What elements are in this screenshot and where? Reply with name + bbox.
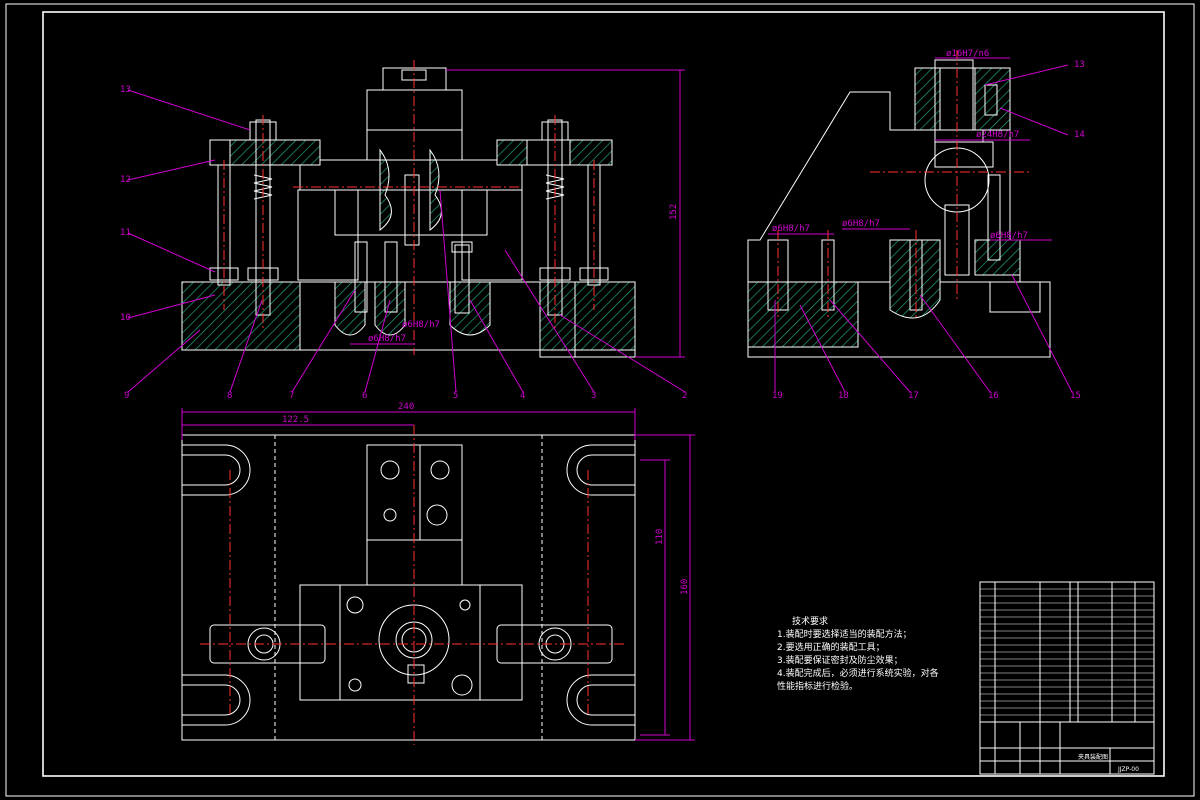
note-2: 2.要选用正确的装配工具； <box>777 641 885 653</box>
plan-base <box>181 434 636 741</box>
balloon-front-7: 7 <box>289 391 294 401</box>
balloon-front-2: 2 <box>682 391 687 401</box>
balloon-side-14: 14 <box>1074 130 1085 140</box>
balloon-front-10: 10 <box>120 313 131 323</box>
side-view: ø16H7/n6 ø24H8/h7 ø6H8/h7 ø6H8/h7 ø6H8/h… <box>747 49 1073 393</box>
plan-offset-dim: 122.5 <box>282 415 309 425</box>
plan-depth-dim: 160 <box>680 579 690 595</box>
balloon-front-13: 13 <box>120 85 131 95</box>
plan-view: 240 122.5 160 110 <box>181 402 695 745</box>
front-height-dim: 152 <box>669 204 679 220</box>
side-fit-1: ø16H7/n6 <box>946 49 989 59</box>
front-fit-1: ø6H8/h7 <box>402 320 440 330</box>
plan-width-dim: 240 <box>398 402 414 412</box>
drawing-number: JJZP-00 <box>1117 766 1139 773</box>
side-fit-2: ø24H8/h7 <box>976 130 1019 140</box>
inner-border <box>42 11 1165 777</box>
balloon-front-11: 11 <box>120 228 131 238</box>
balloon-front-5: 5 <box>453 391 458 401</box>
side-fit-4: ø6H8/h7 <box>842 219 880 229</box>
balloon-front-6: 6 <box>362 391 367 401</box>
balloon-side-13: 13 <box>1074 60 1085 70</box>
balloon-side-15: 15 <box>1070 391 1081 401</box>
technical-requirements: 技术要求 1.装配时要选择适当的装配方法； 2.要选用正确的装配工具； 3.装配… <box>777 615 939 692</box>
note-3: 3.装配要保证密封及防尘效果； <box>777 654 903 666</box>
notes-heading: 技术要求 <box>792 615 828 627</box>
balloon-front-4: 4 <box>520 391 525 401</box>
drawing-name: 夹具装配图 <box>1078 753 1108 761</box>
balloon-front-3: 3 <box>591 391 596 401</box>
front-view: 152 ø6H8/h7 ø6H8/h7 <box>181 60 685 358</box>
front-leaders <box>127 89 686 393</box>
side-fit-5: ø6H8/h7 <box>990 231 1028 241</box>
note-1: 1.装配时要选择适当的装配方法； <box>777 628 912 640</box>
note-5: 性能指标进行检验。 <box>777 680 858 692</box>
side-fit-3: ø6H8/h7 <box>772 224 810 234</box>
balloon-side-18: 18 <box>838 391 849 401</box>
plan-inner-dim: 110 <box>655 529 665 545</box>
note-4: 4.装配完成后，必须进行系统实验，对各 <box>777 667 939 679</box>
balloon-side-19: 19 <box>772 391 783 401</box>
balloon-front-8: 8 <box>227 391 232 401</box>
balloon-front-12: 12 <box>120 175 131 185</box>
balloon-side-16: 16 <box>988 391 999 401</box>
front-balloon-labels: 13 12 11 10 9 8 7 6 5 4 3 2 <box>120 85 687 401</box>
balloon-side-17: 17 <box>908 391 919 401</box>
outer-border <box>5 3 1195 797</box>
parts-list <box>979 581 1155 723</box>
side-balloon-labels: 13 14 19 18 17 16 15 <box>772 60 1085 401</box>
balloon-front-9: 9 <box>124 391 129 401</box>
title-block: 夹具装配图 JJZP-00 <box>979 721 1155 775</box>
front-fit-2: ø6H8/h7 <box>368 334 406 344</box>
